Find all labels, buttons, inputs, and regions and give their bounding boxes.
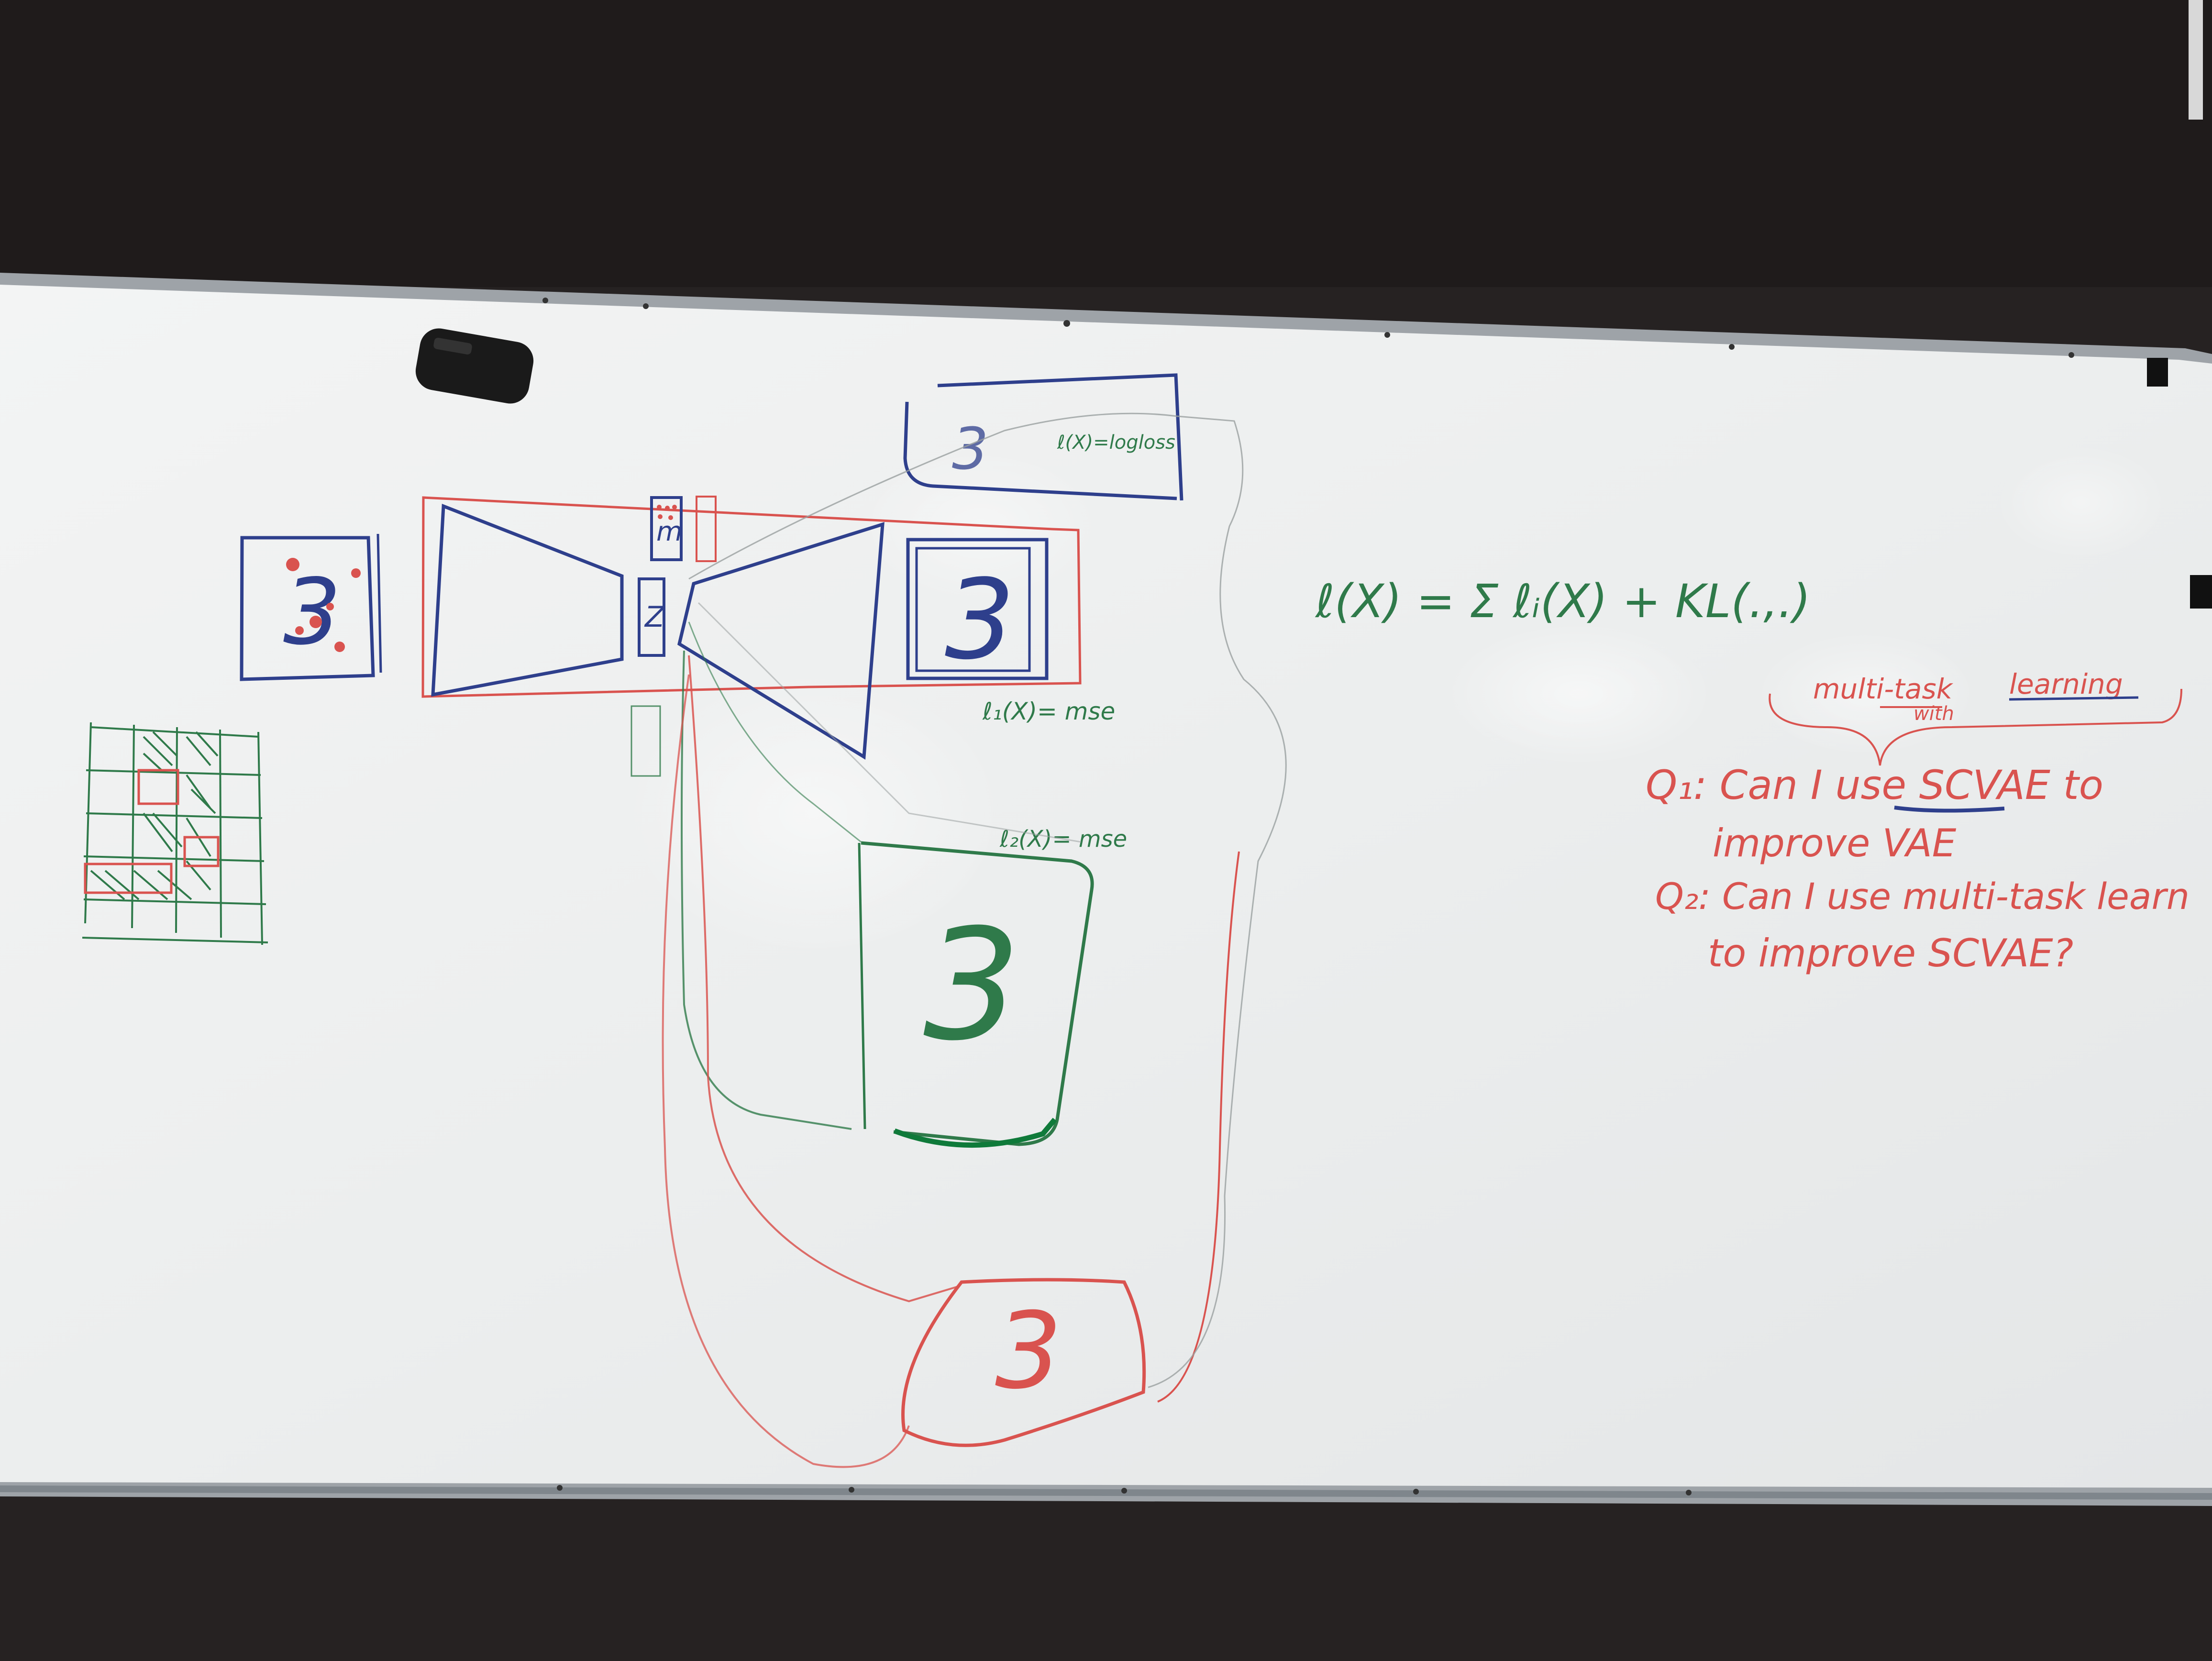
secondary-output-box <box>861 841 1094 1146</box>
cond-label: m <box>656 516 683 547</box>
input-image <box>240 533 382 681</box>
autoencoder-outline <box>421 496 1082 698</box>
encoder <box>431 503 624 697</box>
bottom-output-digit: 3 <box>995 1290 1062 1412</box>
q2-line2: to improve SCVAE? <box>1708 931 2073 975</box>
brace <box>1769 688 2182 766</box>
bottom-output-box <box>901 1278 1146 1447</box>
connector-red-right <box>1157 851 1240 1403</box>
underline-learning <box>2009 696 2139 701</box>
connector-grey-2 <box>697 602 1082 843</box>
glare <box>622 670 1005 957</box>
reconstruction-digit: 3 <box>945 556 1015 684</box>
secondary-output-digit: 3 <box>923 897 1021 1074</box>
connector-green-upper <box>688 621 862 843</box>
note-learning: learning <box>2009 668 2123 700</box>
decoder <box>677 522 885 760</box>
cond-box-green <box>630 705 661 777</box>
frame-screws <box>542 298 2074 1495</box>
note-with: with <box>1913 703 1954 725</box>
input-digit: 3 <box>283 559 341 665</box>
glare <box>1445 622 1713 765</box>
cable-strip <box>2189 0 2203 120</box>
whiteboard-surface <box>0 285 2212 1488</box>
q1-line2: improve VAE <box>1713 821 1957 865</box>
loss-top: ℓ(X)=logloss <box>1057 432 1175 454</box>
cond-box-red <box>696 496 717 562</box>
connector-grey <box>688 412 1287 1388</box>
connector-green <box>681 650 852 1130</box>
magnet <box>2190 575 2212 609</box>
grid-red-cells <box>84 769 220 894</box>
underline-scvae <box>1894 806 2005 813</box>
cond-dots <box>657 505 677 520</box>
loss-total: ℓ(X) = Σ ℓᵢ(X) + KL(.,.) <box>1315 575 1811 628</box>
cond-box <box>650 496 683 561</box>
glare <box>1995 445 2167 560</box>
loss-1: ℓ₁(X)= mse <box>982 698 1115 725</box>
magnet <box>2147 358 2168 387</box>
latent-label: Z <box>644 600 665 634</box>
q2-line1: Q₂: Can I use multi-task learn <box>1655 875 2190 918</box>
glare <box>1756 631 1976 756</box>
noise-dots <box>286 558 361 652</box>
note-multitask: multi-task <box>1813 673 1954 705</box>
connector-red-left <box>662 674 910 1468</box>
wall-top-shade <box>0 0 2212 287</box>
classifier-box <box>903 373 1183 501</box>
q1-line1: Q₁: Can I use SCVAE to <box>1646 762 2103 808</box>
secondary-output-underline <box>894 1118 1057 1148</box>
reconstruction-image <box>906 538 1049 680</box>
eraser <box>415 328 534 404</box>
connector-red <box>688 655 957 1303</box>
latent-box <box>638 577 665 657</box>
secondary-output-edge <box>858 842 866 1129</box>
frame-bottom-edge <box>0 1485 2212 1500</box>
